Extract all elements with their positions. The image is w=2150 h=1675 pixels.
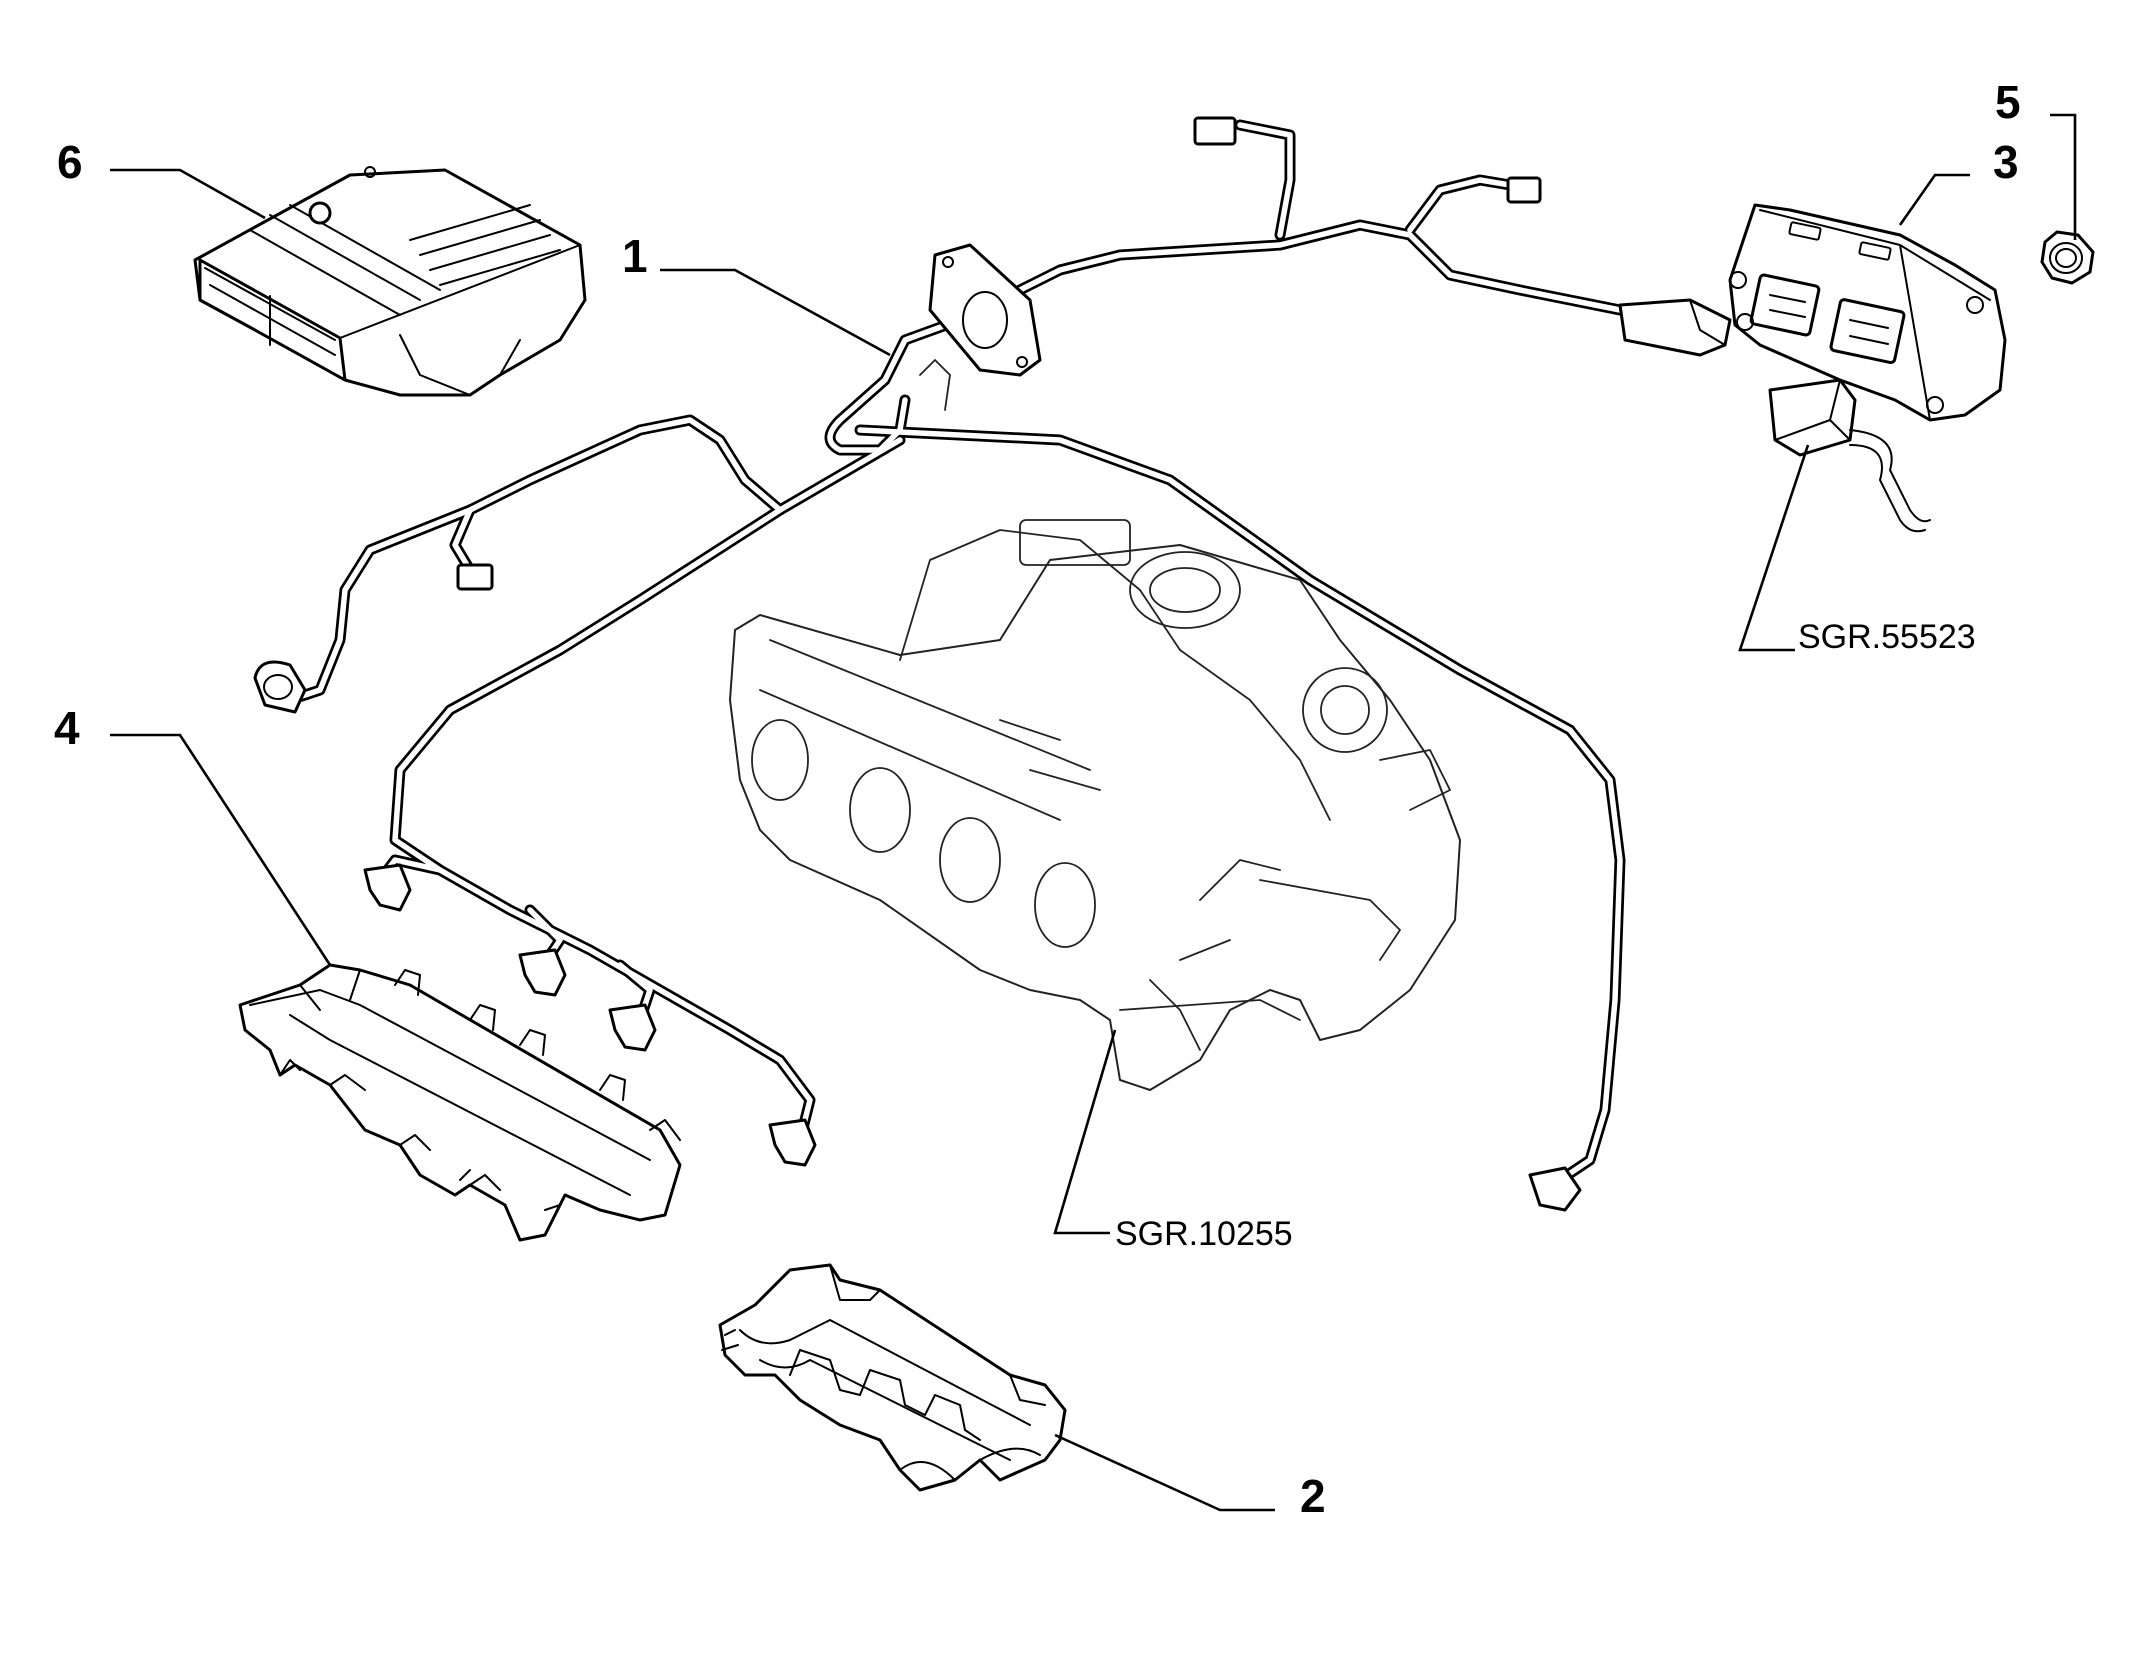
connector-injector-3 xyxy=(608,1003,657,1052)
grommet-plate xyxy=(928,243,1042,377)
connector-right-main xyxy=(1618,298,1732,357)
callout-4: 4 xyxy=(54,702,80,754)
leader-4 xyxy=(110,733,332,966)
connector-injector-1 xyxy=(363,863,412,912)
control-relay-unit xyxy=(1728,203,2007,422)
callout-2: 2 xyxy=(1300,1470,1326,1522)
reference-sensor: SGR.55523 xyxy=(1798,618,1976,656)
leader-6 xyxy=(110,168,266,220)
connector-injector-4 xyxy=(768,1118,817,1167)
leader-2 xyxy=(1054,1433,1275,1512)
callout-3: 3 xyxy=(1993,136,2019,188)
connector-left-lower xyxy=(253,660,307,714)
callout-6: 6 xyxy=(57,136,83,188)
connector-injector-2 xyxy=(518,948,567,997)
leader-lines xyxy=(110,113,2077,1512)
callout-1: 1 xyxy=(622,230,648,282)
leader-5 xyxy=(2050,113,2077,240)
leader-3 xyxy=(1898,173,1970,226)
leader-sgr10255 xyxy=(1053,1029,1117,1235)
nut xyxy=(2040,230,2095,285)
connector-left-upper xyxy=(456,563,494,591)
connector-top-right xyxy=(1506,176,1542,204)
harness-support-bracket xyxy=(238,963,682,1242)
leader-1 xyxy=(660,268,891,357)
callout-5: 5 xyxy=(1995,76,2021,128)
reference-manifold: SGR.10255 xyxy=(1115,1215,1293,1253)
intake-manifold-reference xyxy=(729,359,1461,1091)
callout-numbers: 1 2 3 4 5 6 xyxy=(54,76,2021,1522)
harness-cover-channel xyxy=(718,1263,1067,1492)
connector-top-left xyxy=(1193,116,1237,146)
wiring-harness xyxy=(253,116,1732,1212)
sensor-reference xyxy=(1768,378,1931,533)
connector-bottom-right xyxy=(1528,1166,1582,1212)
leader-sgr55523 xyxy=(1738,444,1810,652)
reference-codes: SGR.10255 SGR.55523 xyxy=(1115,618,1976,1253)
engine-control-unit xyxy=(193,166,587,397)
